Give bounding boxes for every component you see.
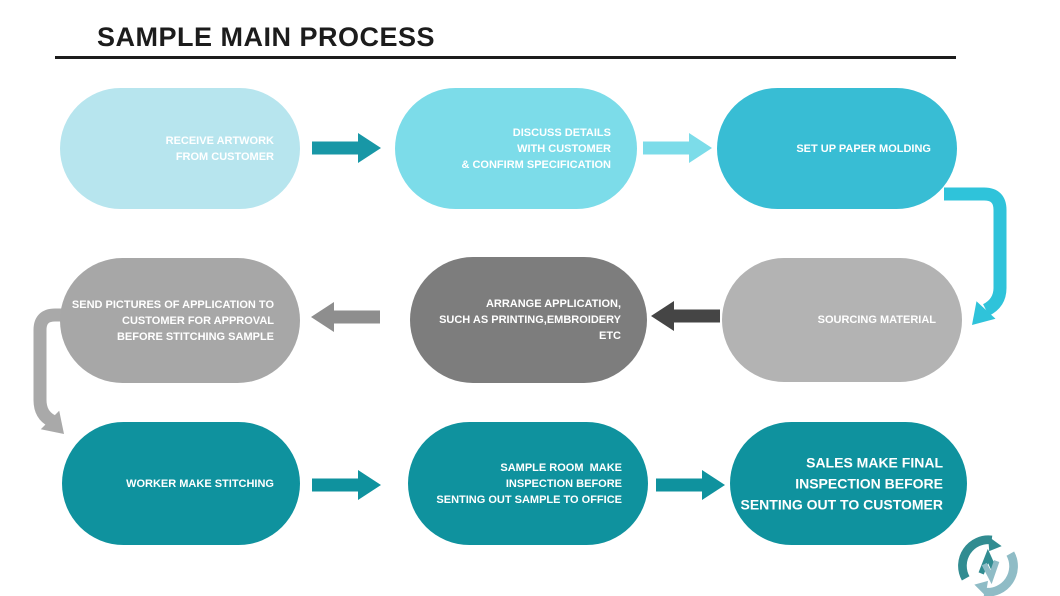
arrow-arrange-to-sendpictures-icon [311,302,380,332]
node-discuss-details: DISCUSS DETAILS WITH CUSTOMER & CONFIRM … [395,88,637,209]
node-arrange-application: ARRANGE APPLICATION, SUCH AS PRINTING,EM… [410,257,647,383]
node-sourcing-material: SOURCING MATERIAL [722,258,962,382]
node-paper-molding: SET UP PAPER MOLDING [717,88,957,209]
node-worker-stitching: WORKER MAKE STITCHING [62,422,300,545]
arrow-receive-to-discuss-icon [312,133,381,163]
elbow-arrow-molding-to-sourcing-icon [944,187,1007,325]
node-receive-artwork: RECEIVE ARTWORK FROM CUSTOMER [60,88,300,209]
node-label: SET UP PAPER MOLDING [796,142,931,155]
node-label: SAMPLE ROOM MAKE INSPECTION BEFORE SENTI… [436,461,622,506]
node-label: WORKER MAKE STITCHING [126,477,274,490]
node-label: RECEIVE ARTWORK FROM CUSTOMER [165,134,274,163]
node-sales-final-inspection: SALES MAKE FINAL INSPECTION BEFORE SENTI… [730,422,967,545]
elbow-arrow-sendpictures-to-stitching-icon [33,308,74,434]
arrow-sourcing-to-arrange-icon [651,301,720,331]
arrow-sampleroom-to-sales-icon [656,470,725,500]
node-send-pictures: SEND PICTURES OF APPLICATION TO CUSTOMER… [60,258,300,383]
node-label: SOURCING MATERIAL [817,314,936,326]
arrow-stitching-to-sampleroom-icon [312,470,381,500]
company-logo-icon [958,535,1018,596]
arrow-discuss-to-molding-icon [643,133,712,163]
node-label: DISCUSS DETAILS WITH CUSTOMER & CONFIRM … [461,126,611,171]
node-sample-room-inspection: SAMPLE ROOM MAKE INSPECTION BEFORE SENTI… [408,422,648,545]
node-label: ARRANGE APPLICATION, SUCH AS PRINTING,EM… [439,298,621,342]
page-title: SAMPLE MAIN PROCESS [97,22,436,52]
node-label: SEND PICTURES OF APPLICATION TO CUSTOMER… [71,298,274,343]
node-label: SALES MAKE FINAL INSPECTION BEFORE SENTI… [740,454,944,512]
title-underline [55,56,956,59]
